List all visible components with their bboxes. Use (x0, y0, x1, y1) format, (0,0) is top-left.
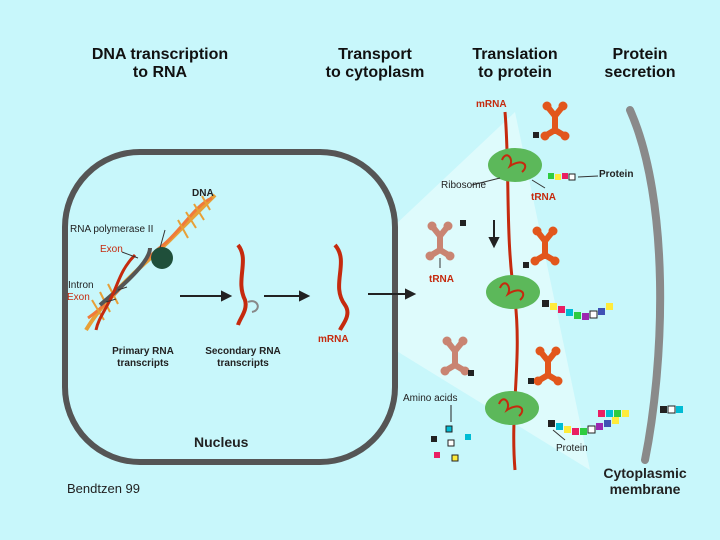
label-connectors (105, 175, 599, 441)
label-intron: Intron (68, 280, 94, 291)
primary-transcript (94, 253, 137, 331)
label-protein-bottom: Protein (556, 443, 588, 454)
protein-chain-top (548, 173, 576, 181)
ribosome (488, 148, 542, 182)
amino-acid-icons (431, 132, 539, 462)
label-protein-top: Protein (599, 169, 634, 180)
process-arrows (180, 220, 500, 302)
protein-chain-middle (542, 300, 613, 320)
label-mrna-top: mRNA (476, 99, 507, 110)
label-dna: DNA (192, 188, 214, 199)
label-nucleus: Nucleus (194, 434, 249, 450)
mrna-nucleus (333, 243, 350, 331)
credit: Bendtzen 99 (67, 481, 141, 496)
label-trna-top: tRNA (531, 192, 556, 203)
rna-polymerase-icon (151, 247, 173, 269)
label-exon-top: Exon (100, 244, 123, 255)
secondary-transcript (236, 243, 259, 326)
label-trna-mid: tRNA (429, 274, 454, 285)
trna-bound (498, 154, 527, 417)
nucleus-outline (62, 149, 398, 465)
label-exon-bottom: Exon (67, 292, 90, 303)
protein-chain-bottom (548, 405, 683, 435)
label-mrna-nucleus: mRNA (318, 334, 349, 345)
label-ribosome: Ribosome (441, 180, 487, 191)
cytoplasmic-membrane (626, 106, 665, 464)
label-amino-acids: Amino acids (403, 393, 458, 404)
label-rna-polymerase: RNA polymerase II (70, 224, 154, 235)
